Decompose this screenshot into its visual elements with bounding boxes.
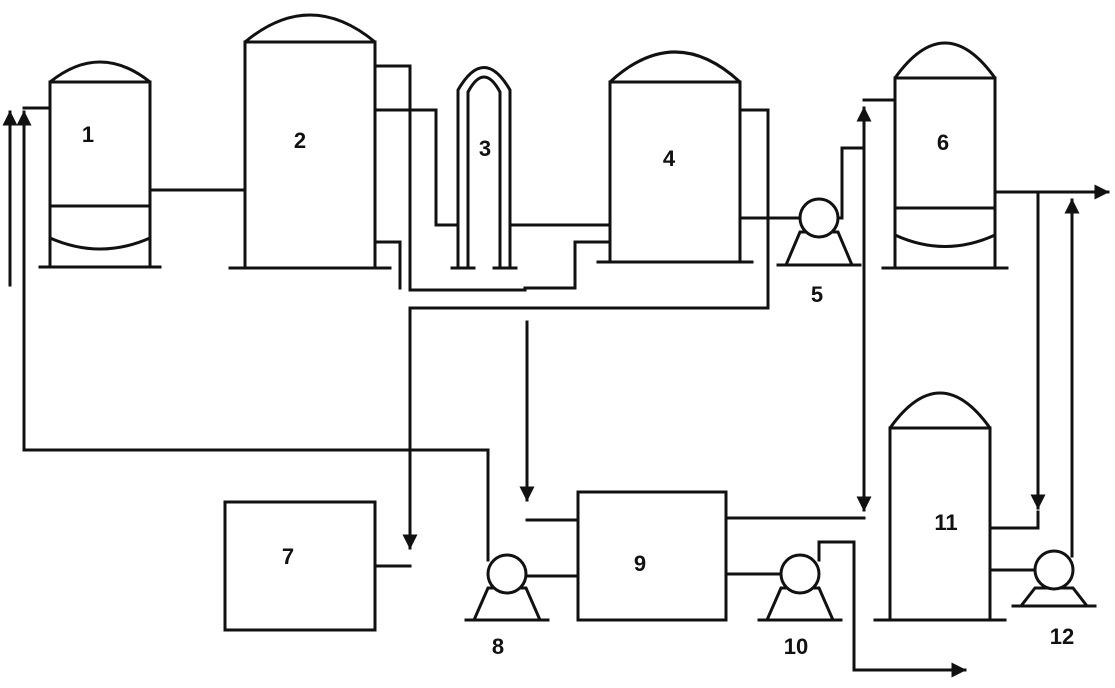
pump-12: [1011, 549, 1097, 608]
label-12: 12: [1050, 624, 1074, 649]
pump-5: [776, 197, 862, 267]
pump-10: [757, 553, 843, 622]
label-6: 6: [937, 130, 949, 155]
vessel-2: [228, 13, 392, 270]
vessel-1: [38, 60, 162, 269]
label-10: 10: [784, 634, 808, 659]
pump-8: [464, 553, 550, 622]
piping: [2, 64, 1110, 678]
label-2: 2: [294, 128, 306, 153]
unit-9: [576, 490, 728, 622]
tank-7: [223, 500, 377, 632]
vessel-11: [873, 391, 1007, 622]
label-7: 7: [282, 544, 294, 569]
label-5: 5: [811, 282, 823, 307]
label-8: 8: [492, 634, 504, 659]
u-tube-3: [450, 66, 518, 270]
label-9: 9: [634, 551, 646, 576]
vessel-4: [596, 50, 754, 264]
label-4: 4: [663, 146, 676, 171]
label-3: 3: [479, 136, 491, 161]
label-1: 1: [82, 122, 94, 147]
vessel-6: [881, 41, 1009, 270]
label-11: 11: [934, 510, 957, 535]
